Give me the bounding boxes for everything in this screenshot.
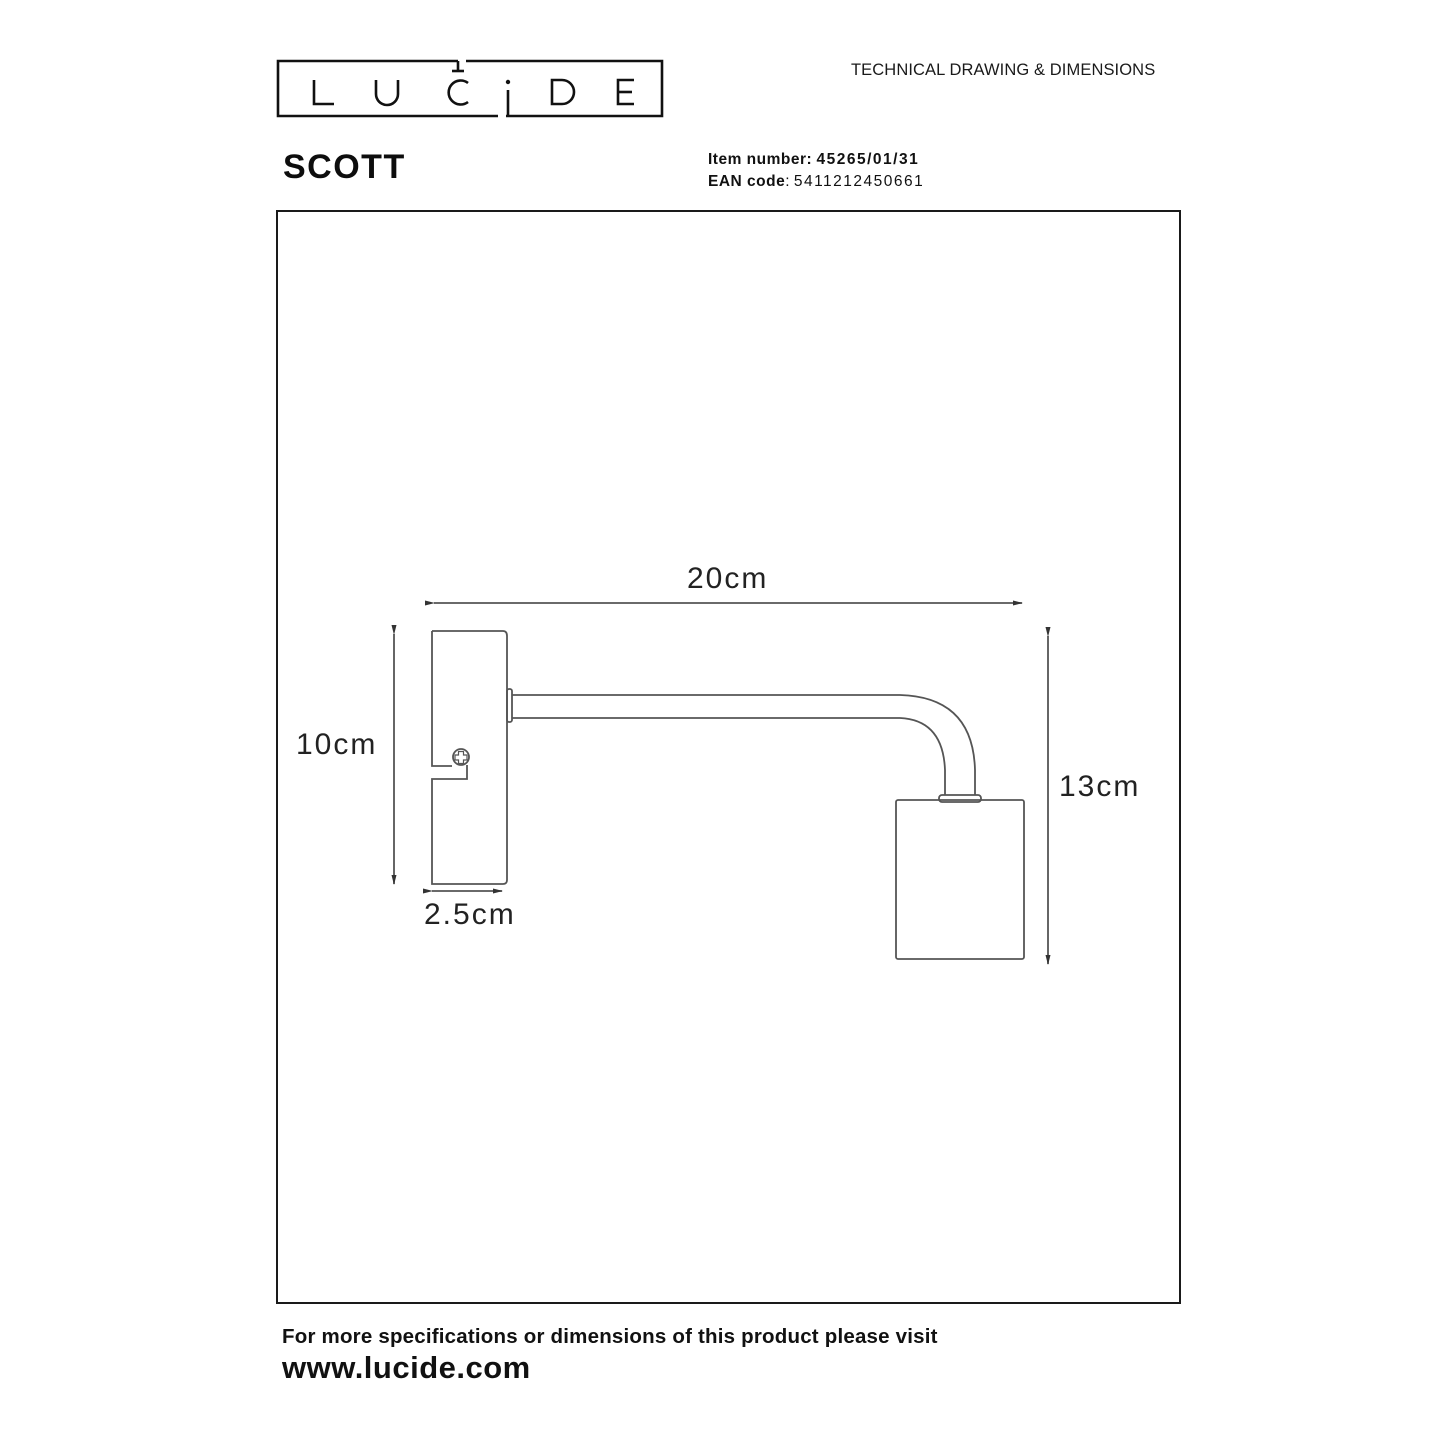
item-number-label: Item number: <box>708 151 813 168</box>
arm-tube <box>512 694 976 795</box>
product-meta: Item number: 45265/01/31 EAN code: 54112… <box>708 149 924 193</box>
drawing-frame <box>276 210 1181 1304</box>
lucide-logo <box>276 58 664 118</box>
product-name: SCOTT <box>283 148 406 186</box>
ean-code-value: 5411212450661 <box>793 173 925 190</box>
backplate-depth-dimension-label: 2.5cm <box>424 898 516 931</box>
backplate-height-dimension-label: 10cm <box>296 728 378 761</box>
lamp-shade <box>895 799 1025 960</box>
width-dimension-label: 20cm <box>687 562 769 595</box>
screw-icon <box>452 748 470 766</box>
ean-separator: : <box>785 173 790 190</box>
lucide-logo-mark <box>276 59 664 118</box>
wall-backplate <box>431 630 508 885</box>
ean-code-row: EAN code: 5411212450661 <box>708 171 924 193</box>
ean-code-label: EAN code <box>708 173 786 190</box>
website-link[interactable]: www.lucide.com <box>282 1350 531 1385</box>
footer-note: For more specifications or dimensions of… <box>282 1325 938 1348</box>
shade-collar <box>938 794 982 803</box>
item-number-value: 45265/01/31 <box>816 151 920 168</box>
total-height-dimension-label: 13cm <box>1059 770 1141 803</box>
item-number-row: Item number: 45265/01/31 <box>708 149 924 171</box>
arm-collar <box>506 688 513 723</box>
document-type-label: TECHNICAL DRAWING & DIMENSIONS <box>851 61 1156 79</box>
